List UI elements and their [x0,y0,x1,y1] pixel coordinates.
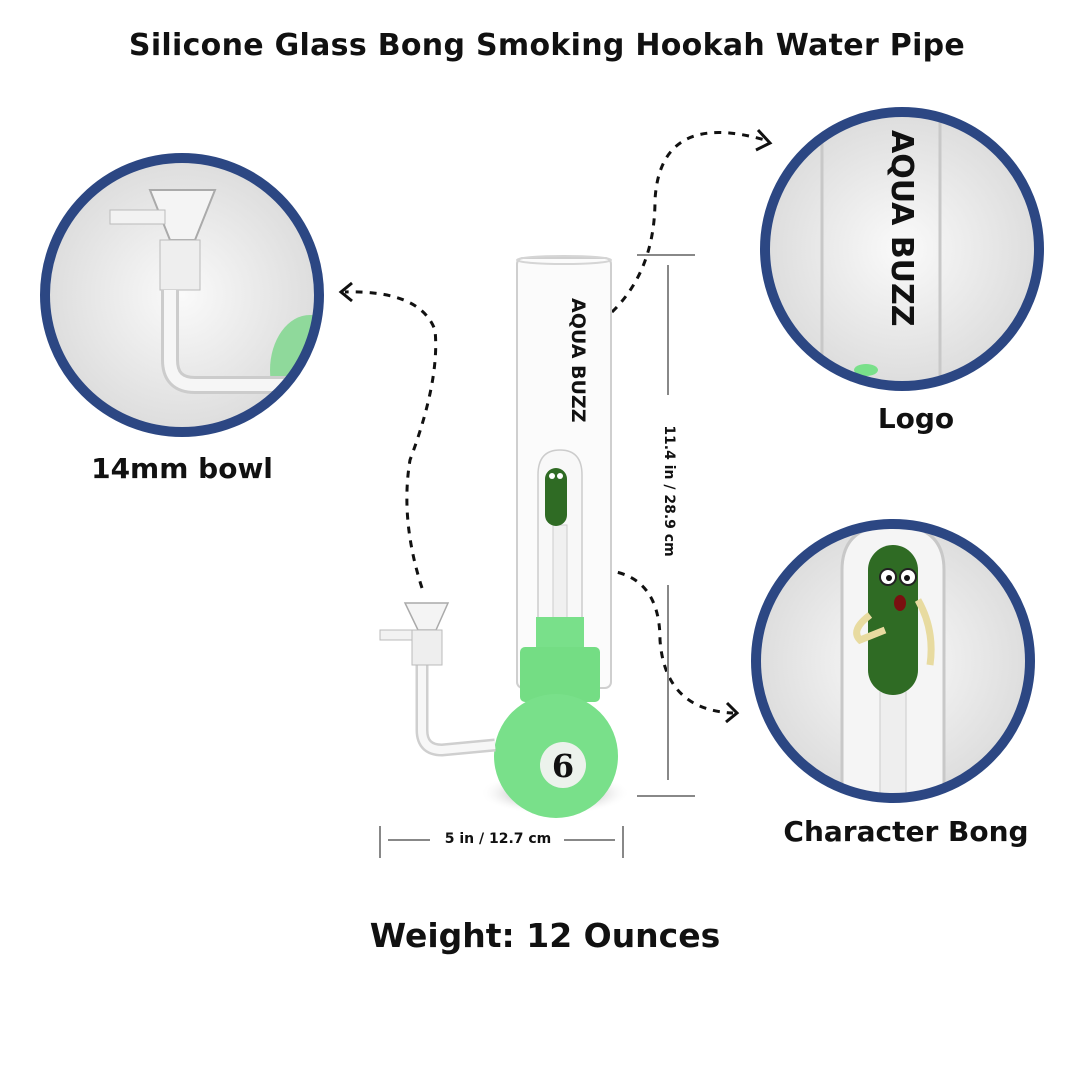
ball-number: 6 [552,747,574,785]
character-callout-label: Character Bong [783,815,1029,848]
bowl-callout-label: 14mm bowl [91,452,273,485]
width-dimension-label: 5 in / 12.7 cm [432,831,564,847]
logo-detail-circle: AQUA BUZZ [760,107,1044,391]
bowl-detail-circle [40,153,324,437]
arrow-heads [338,128,773,724]
bong-product-image: AQUA BUZZ 6 [379,255,630,818]
svg-text:AQUA BUZZ: AQUA BUZZ [884,130,919,327]
dimension-lines [379,254,695,858]
weight-label: Weight: 12 Ounces [369,916,721,955]
height-dimension-label: 11.4 in / 28.9 cm [661,412,677,570]
svg-text:AQUA BUZZ: AQUA BUZZ [567,298,589,422]
character-detail-circle [751,519,1035,803]
dashed-arrows [344,131,766,715]
logo-callout-label: Logo [877,402,955,435]
page-title: Silicone Glass Bong Smoking Hookah Water… [128,28,966,63]
